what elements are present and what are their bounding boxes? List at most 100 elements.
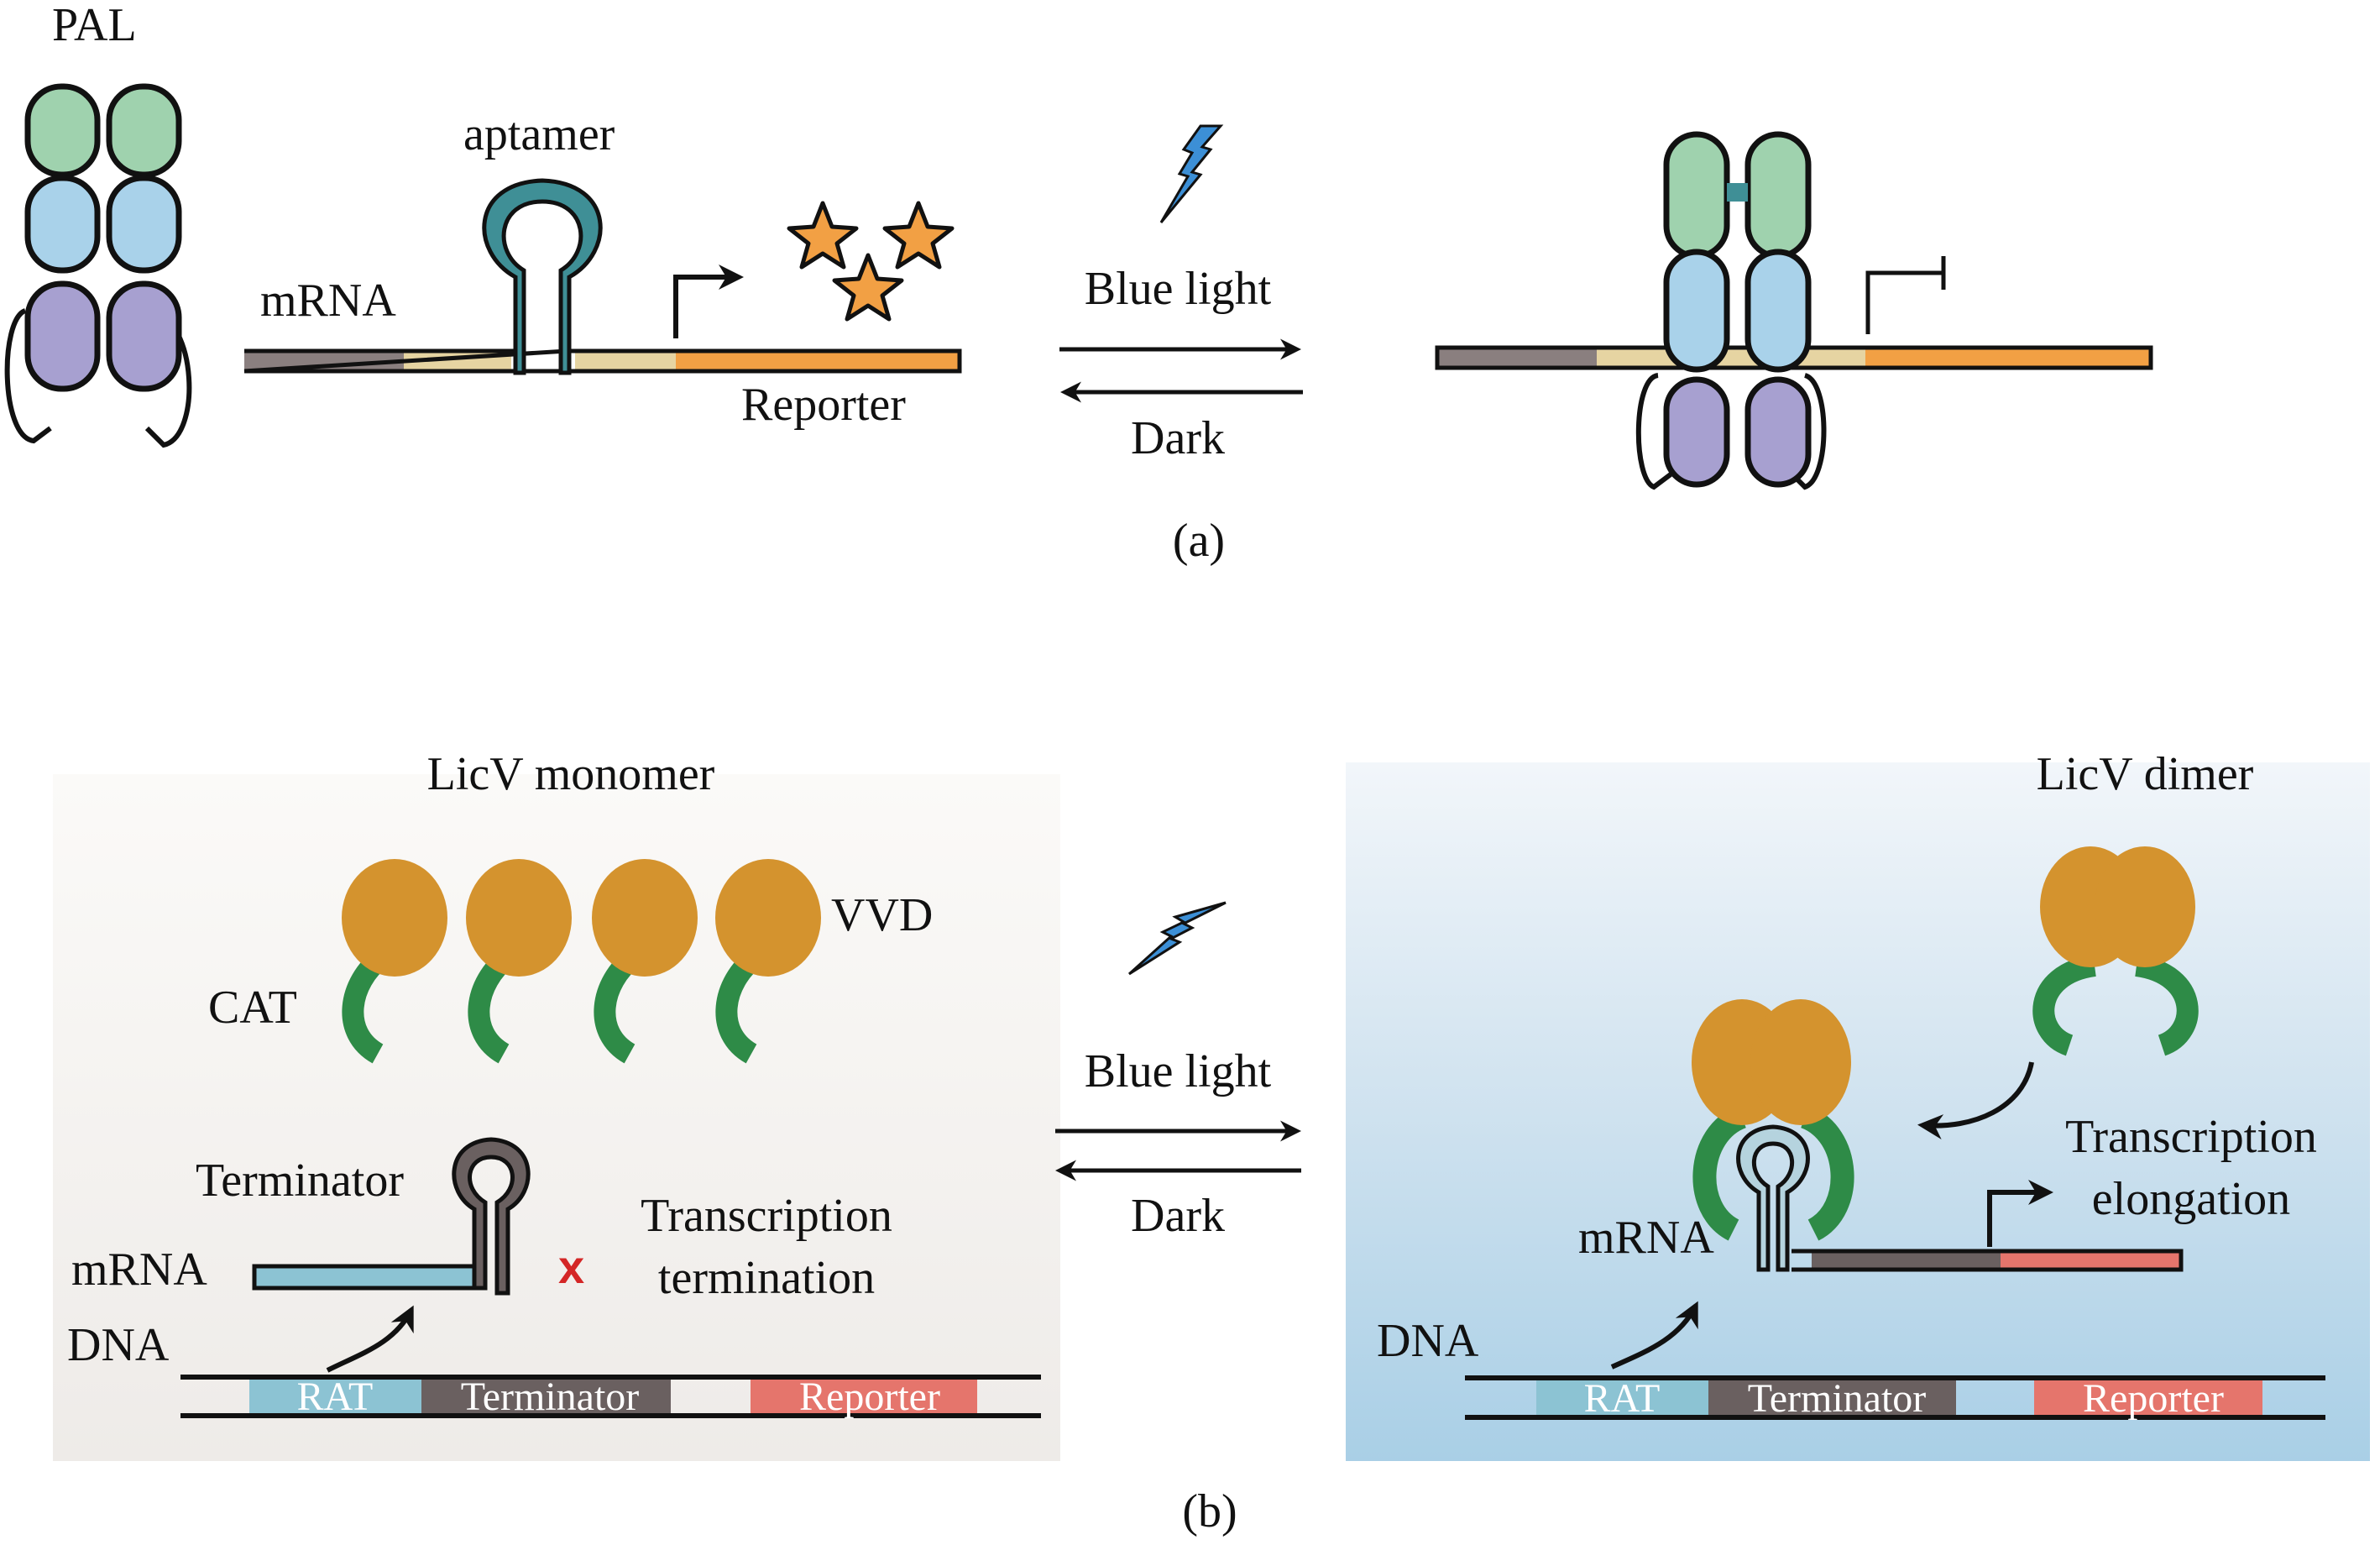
aptamer-label: aptamer bbox=[463, 108, 615, 160]
transcription-arrow bbox=[1610, 1301, 1698, 1370]
mrna-outline bbox=[1792, 1249, 2184, 1272]
cat-domain bbox=[1800, 1105, 1854, 1241]
cat-domain bbox=[2032, 955, 2097, 1056]
mrna-segment-5utr bbox=[1437, 348, 1597, 368]
mrna-segment-reporter bbox=[2001, 1251, 2181, 1270]
pal-lov-domain bbox=[1663, 131, 1730, 259]
elongation-arrow bbox=[1987, 1180, 2053, 1247]
reporter-stars bbox=[787, 201, 955, 322]
dna-segment-label: RAT bbox=[1584, 1376, 1661, 1421]
transcription-termination-line2: termination bbox=[658, 1252, 875, 1304]
pal-lov-domain bbox=[24, 83, 101, 178]
dna-segment-label: Terminator bbox=[461, 1375, 640, 1419]
panel-a: PAL mRNA aptamer bbox=[4, 0, 2153, 567]
lov-dimer-bond bbox=[1727, 183, 1748, 202]
translation-on-arrow bbox=[673, 264, 744, 338]
mrna-label: mRNA bbox=[1578, 1212, 1714, 1264]
dna-segment-label: RAT bbox=[297, 1375, 374, 1419]
pal-middle-domain bbox=[1663, 249, 1730, 373]
dna-label: DNA bbox=[67, 1319, 170, 1371]
rat-hairpin bbox=[1736, 1124, 1810, 1272]
vvd-domain bbox=[1750, 999, 1851, 1125]
licv-monomer bbox=[592, 859, 698, 1064]
pal-label: PAL bbox=[52, 0, 137, 51]
cat-domain bbox=[2134, 955, 2199, 1056]
mrna-strand bbox=[252, 1264, 482, 1291]
mrna-label: mRNA bbox=[260, 275, 396, 327]
binding-arrow bbox=[1917, 1061, 2034, 1139]
mrna-label: mRNA bbox=[71, 1244, 207, 1296]
pal-rna-binding-domain bbox=[106, 280, 182, 392]
mrna-outline bbox=[243, 348, 962, 374]
terminator-hairpin bbox=[452, 1137, 531, 1296]
pal-lov-domain bbox=[106, 83, 182, 178]
mrna-segment-terminator bbox=[1812, 1251, 2001, 1270]
vvd-domain bbox=[466, 859, 572, 977]
dna-segment-terminator bbox=[421, 1377, 671, 1414]
blue-light-label: Blue light bbox=[1085, 1045, 1272, 1097]
aptamer-hairpin bbox=[482, 178, 603, 375]
transcription-elongation-line2: elongation bbox=[2092, 1173, 2290, 1225]
mrna-segment-reporter bbox=[1865, 348, 2151, 368]
licv-dimer-bound bbox=[1692, 999, 1854, 1272]
panel-a-caption: (a) bbox=[1173, 515, 1225, 567]
mrna-with-aptamer bbox=[243, 178, 962, 375]
dna-segment-terminator bbox=[1708, 1379, 1956, 1416]
vvd-domain bbox=[592, 859, 698, 977]
licv-monomer bbox=[466, 859, 572, 1064]
pal-rna-binding-domain bbox=[1663, 376, 1730, 488]
dna-right: RAT Terminator Reporter bbox=[1465, 1375, 2325, 1421]
lightning-icon bbox=[1127, 901, 1227, 976]
pal-middle-domain bbox=[106, 175, 182, 274]
dark-label: Dark bbox=[1131, 1190, 1225, 1242]
vvd-domain bbox=[2095, 846, 2195, 967]
cat-domain bbox=[1692, 1105, 1747, 1241]
mrna-segment-spacer bbox=[1597, 348, 1865, 368]
dna-label: DNA bbox=[1377, 1315, 1479, 1367]
licv-monomer bbox=[342, 859, 447, 1064]
terminator-label: Terminator bbox=[196, 1155, 404, 1207]
pal-linker-left bbox=[1635, 373, 1672, 490]
dna-segment-reporter bbox=[751, 1377, 977, 1414]
mrna-bound bbox=[1435, 345, 2153, 370]
licv-monomer bbox=[715, 859, 821, 1064]
dark-label: Dark bbox=[1131, 412, 1225, 464]
transcription-termination-line1: Transcription bbox=[641, 1190, 892, 1242]
pal-lov-domain bbox=[1744, 131, 1812, 259]
pal-middle-domain bbox=[24, 175, 101, 274]
star-icon bbox=[882, 201, 955, 270]
vvd-domain bbox=[342, 859, 447, 977]
pal-linker-left bbox=[4, 308, 52, 444]
mrna-segment-reporter bbox=[676, 351, 960, 371]
vvd-domain bbox=[715, 859, 821, 977]
star-icon bbox=[832, 253, 904, 322]
lightning-icon bbox=[1159, 124, 1224, 223]
dna-segment-rat bbox=[1536, 1379, 1708, 1416]
pal-linker-right bbox=[1790, 373, 1827, 490]
licv-dimer-free bbox=[2032, 846, 2199, 1056]
dna-segment-rat bbox=[249, 1377, 421, 1414]
dna-segment-reporter bbox=[2034, 1379, 2262, 1416]
transcription-elongation-line1: Transcription bbox=[2065, 1111, 2317, 1163]
mrna-segment-spacer bbox=[575, 351, 676, 371]
mrna-elongating bbox=[1792, 1249, 2184, 1272]
vvd-label: VVD bbox=[831, 889, 933, 941]
licv-monomer-title: LicV monomer bbox=[427, 748, 715, 800]
reporter-label: Reporter bbox=[741, 379, 906, 431]
cat-label: CAT bbox=[208, 982, 297, 1034]
star-icon bbox=[787, 201, 859, 270]
translation-blocked-symbol bbox=[1865, 256, 1946, 334]
licv-monomers bbox=[342, 859, 821, 1064]
pal-protein-open bbox=[4, 83, 192, 448]
pal-rna-binding-domain bbox=[24, 280, 101, 392]
blue-light-label: Blue light bbox=[1085, 263, 1272, 315]
transcription-arrow bbox=[326, 1305, 414, 1373]
dna-segment-label: Reporter bbox=[799, 1375, 940, 1419]
pal-protein-dimer bbox=[1635, 131, 1827, 490]
panel-b-caption: (b) bbox=[1182, 1485, 1237, 1537]
light-state-background bbox=[1346, 762, 2370, 1461]
dna-left: RAT Terminator Reporter bbox=[180, 1375, 1041, 1419]
pal-rna-binding-domain bbox=[1744, 376, 1812, 488]
pal-middle-domain bbox=[1744, 249, 1812, 373]
